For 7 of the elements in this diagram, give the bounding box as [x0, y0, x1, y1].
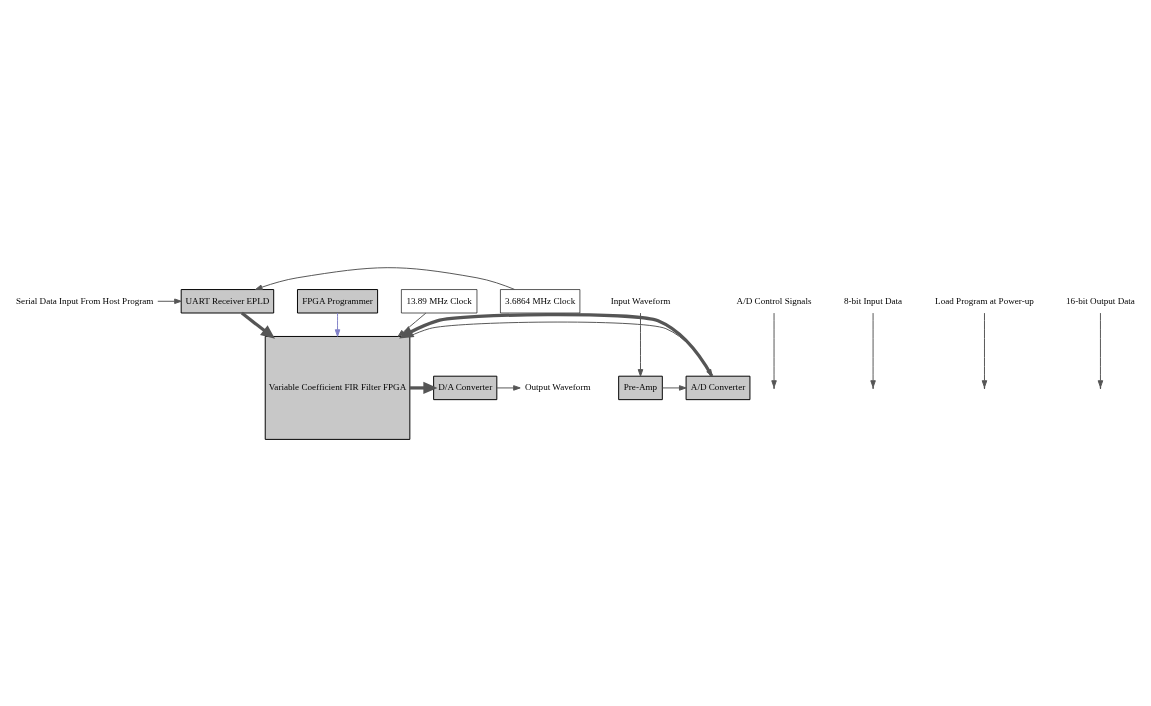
node-text: Output Waveform [524, 381, 591, 392]
node-text: Serial Data Input From Host Program [16, 295, 154, 306]
node-text: Load Program at Power-up [935, 295, 1034, 306]
node-text: 16-bit Output Data [1066, 295, 1135, 306]
node-text: 8-bit Input Data [843, 295, 903, 306]
node-text: A/D Control Signals [736, 295, 812, 306]
node-text: Input Waveform [610, 295, 671, 306]
